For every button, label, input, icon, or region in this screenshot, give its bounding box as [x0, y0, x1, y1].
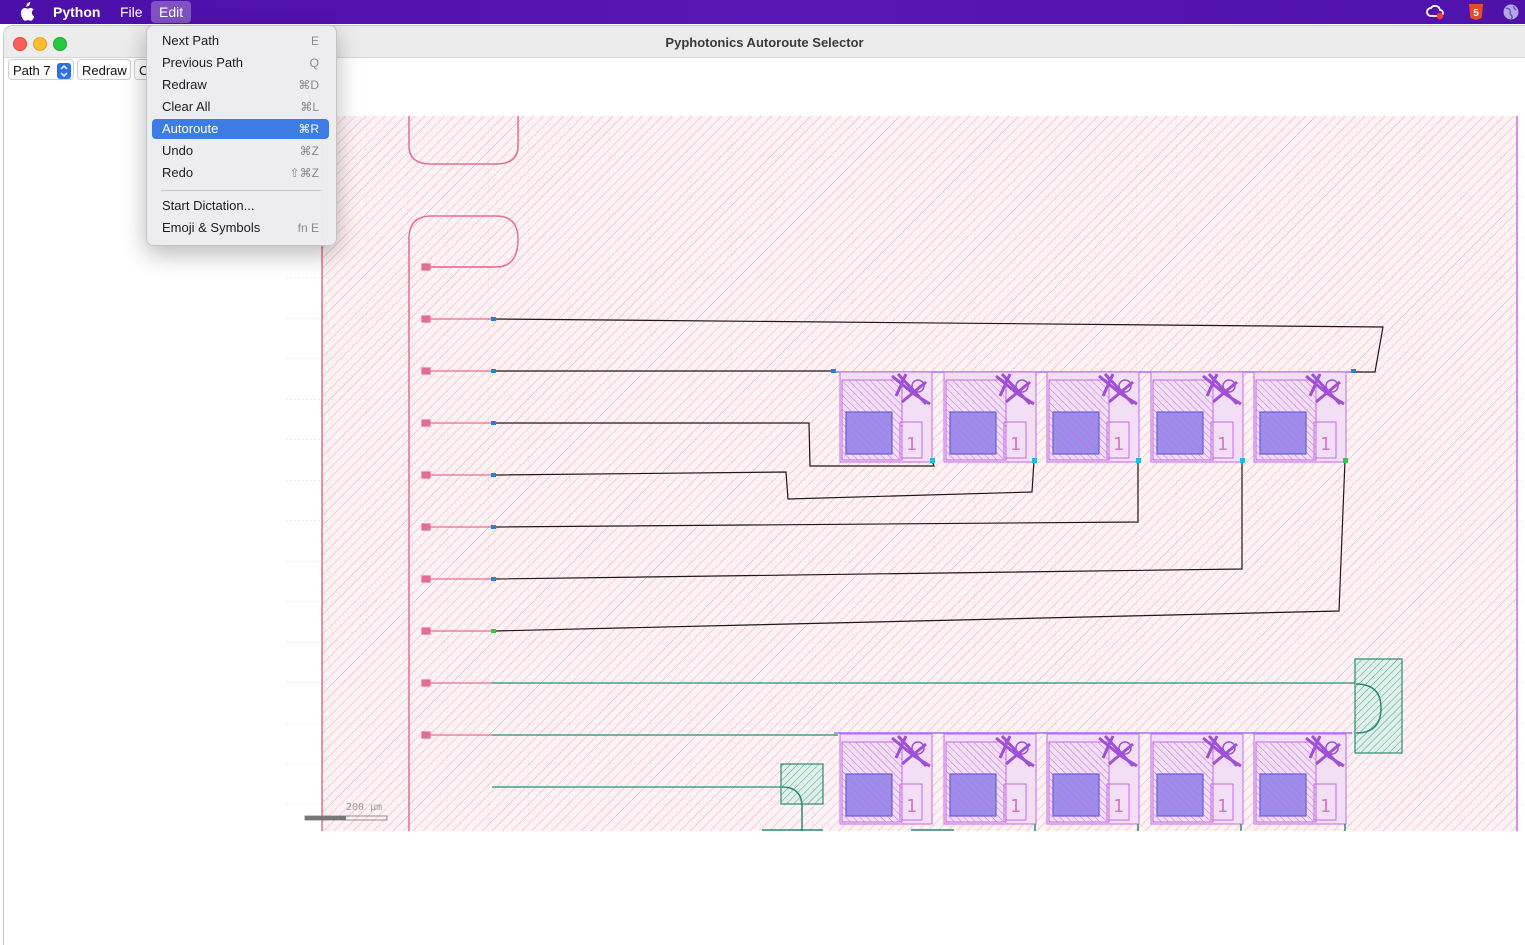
path-select[interactable]: Path 7: [8, 59, 74, 80]
close-button[interactable]: [13, 37, 27, 51]
menu-item-autoroute[interactable]: Autoroute ⌘R: [152, 119, 329, 139]
menu-item-next-path[interactable]: Next Path E: [152, 31, 329, 51]
menu-item-start-dictation[interactable]: Start Dictation...: [152, 196, 329, 216]
menu-item-shortcut: ⌘D: [298, 78, 319, 92]
toolbar: Path 7 Redraw Cl: [4, 58, 1525, 82]
svg-text:5: 5: [1473, 8, 1479, 19]
window-title: Pyphotonics Autoroute Selector: [665, 35, 864, 50]
select-stepper-icon: [57, 63, 71, 79]
device-row-bottom: [834, 732, 1352, 831]
grating-coupler-array: [421, 263, 492, 739]
route-endpoints[interactable]: [491, 317, 1356, 633]
menu-item-label: Next Path: [162, 33, 220, 48]
app-window: Pyphotonics Autoroute Selector Path 7 Re…: [4, 26, 1525, 945]
scale-bar: 200 μm: [304, 802, 388, 821]
menu-bar: Python File Edit 5: [0, 0, 1525, 24]
menu-item-label: Undo: [162, 143, 194, 158]
menu-item-undo[interactable]: Undo ⌘Z: [152, 141, 329, 161]
scale-bar-label: 200 μm: [346, 802, 382, 813]
minimize-button[interactable]: [33, 37, 47, 51]
autoroute-paths: [493, 318, 1384, 632]
layout-canvas[interactable]: 1: [286, 116, 1525, 831]
menu-item-emoji-symbols[interactable]: Emoji & Symbols fn E: [152, 218, 329, 238]
apple-icon[interactable]: [18, 2, 34, 22]
creative-cloud-icon[interactable]: [1426, 3, 1444, 21]
globe-icon[interactable]: [1502, 3, 1520, 21]
waveguide-routes: [492, 682, 1356, 788]
menu-item-label: Redraw: [162, 77, 207, 92]
menu-file[interactable]: File: [120, 4, 143, 20]
menu-item-label: Clear All: [162, 99, 211, 114]
menu-item-label: Previous Path: [162, 55, 243, 70]
menu-item-redraw[interactable]: Redraw ⌘D: [152, 75, 329, 95]
menu-item-shortcut: ⇧⌘Z: [289, 166, 319, 180]
redraw-button[interactable]: Redraw: [77, 59, 131, 80]
menu-separator: [161, 190, 321, 191]
bend-coupler-left: [762, 763, 954, 831]
menu-item-label: Autoroute: [162, 121, 219, 136]
menu-item-label: Start Dictation...: [162, 198, 255, 213]
menu-item-label: Redo: [162, 165, 194, 180]
menu-item-shortcut: fn E: [297, 221, 319, 235]
menu-item-label: Emoji & Symbols: [162, 220, 261, 235]
html5-icon[interactable]: 5: [1467, 3, 1485, 21]
menu-item-shortcut: E: [310, 34, 319, 48]
menu-item-shortcut: ⌘Z: [299, 144, 319, 158]
menu-item-clear-all[interactable]: Clear All ⌘L: [152, 97, 329, 117]
menu-item-shortcut: Q: [309, 56, 319, 70]
menu-edit[interactable]: Edit: [151, 1, 192, 23]
edit-menu-dropdown: Next Path E Previous Path Q Redraw ⌘D Cl…: [146, 25, 337, 246]
device-row-top: [834, 370, 1352, 464]
path-select-value: Path 7: [13, 63, 51, 78]
menu-item-previous-path[interactable]: Previous Path Q: [152, 53, 329, 73]
menu-item-shortcut: ⌘L: [300, 100, 319, 114]
menu-item-redo[interactable]: Redo ⇧⌘Z: [152, 163, 329, 183]
bend-coupler-right: [1354, 658, 1403, 754]
zoom-button[interactable]: [53, 37, 67, 51]
menu-item-shortcut: ⌘R: [298, 122, 319, 136]
app-menu-python[interactable]: Python: [53, 4, 101, 20]
